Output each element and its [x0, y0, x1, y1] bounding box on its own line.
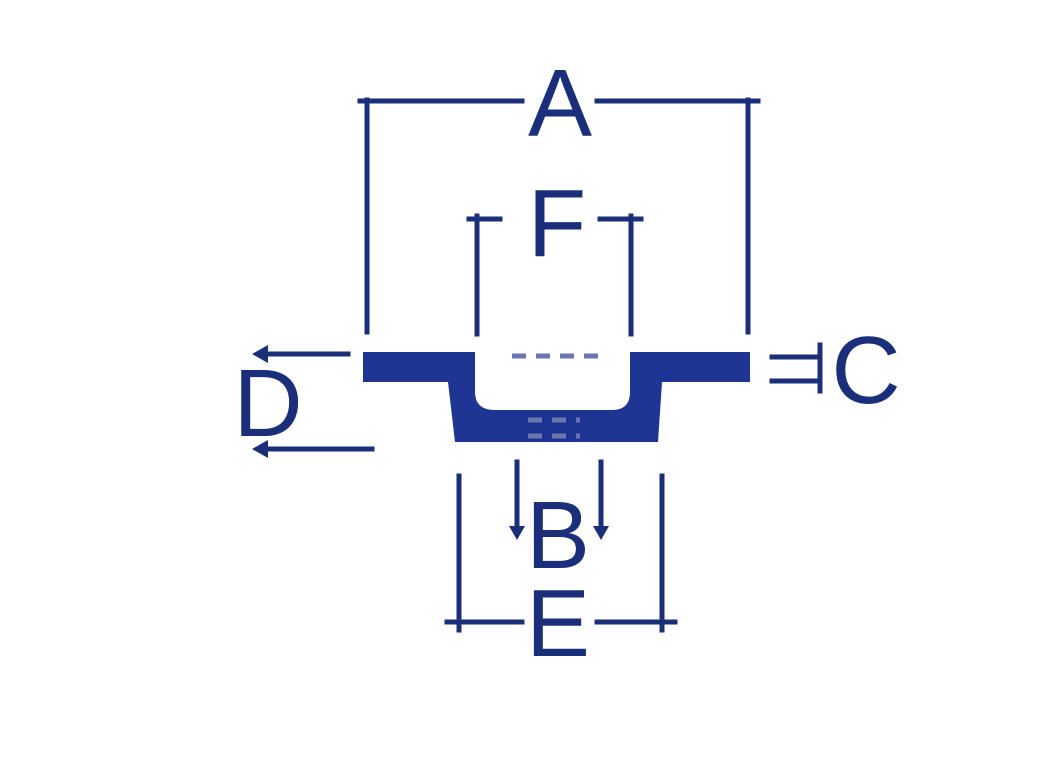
label-a: A: [528, 50, 592, 157]
label-d: D: [233, 350, 302, 457]
dimension-c: [769, 342, 823, 394]
label-b: B: [526, 482, 590, 589]
dimension-d: [252, 345, 375, 458]
part-cross-section: [363, 352, 750, 442]
hidden-lines: [512, 353, 598, 439]
label-f: F: [528, 170, 587, 277]
dimension-b: [509, 459, 609, 540]
label-e: E: [526, 570, 590, 677]
dimension-f: [466, 213, 644, 337]
dimension-e: [444, 473, 678, 633]
dimension-a: [357, 97, 761, 335]
label-c: C: [831, 317, 900, 424]
